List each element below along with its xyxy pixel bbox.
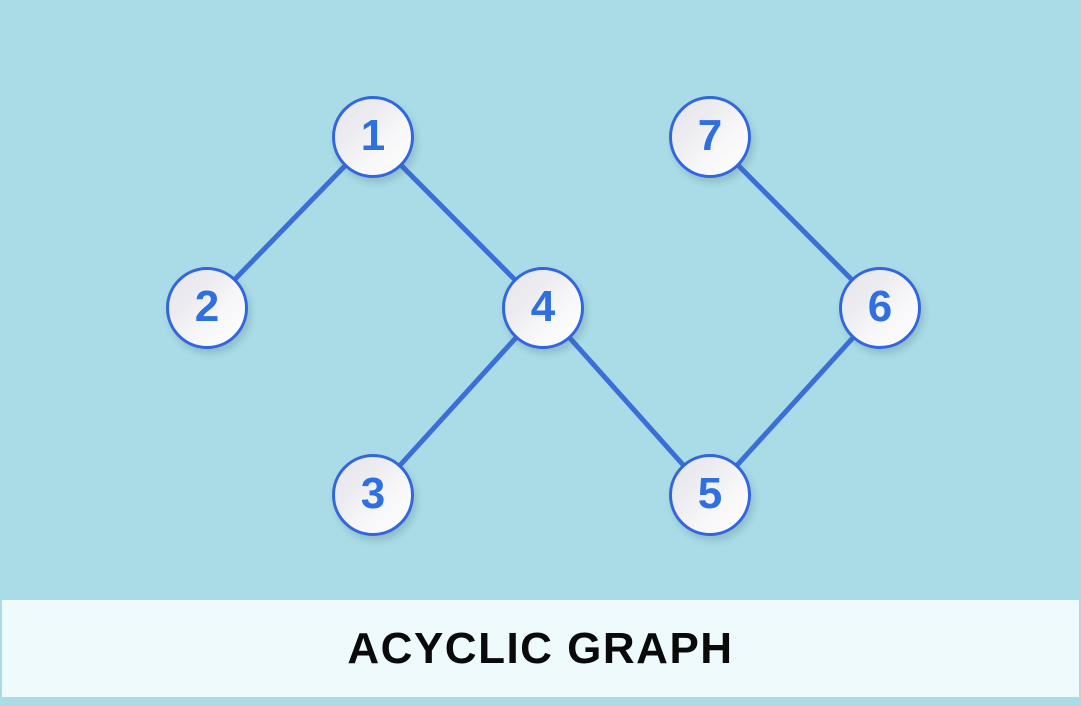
graph-node-4[interactable]: 4 <box>502 267 584 349</box>
graph-node-1[interactable]: 1 <box>332 96 414 178</box>
graph-node-label: 3 <box>360 469 386 518</box>
graph-node-label: 6 <box>867 282 893 331</box>
graph-node-label: 5 <box>697 469 723 518</box>
graph-node-label: 4 <box>530 282 556 331</box>
graph-node-5[interactable]: 5 <box>669 454 751 536</box>
graph-node-label: 2 <box>194 282 220 331</box>
page-title: ACYCLIC GRAPH <box>347 623 734 673</box>
graph-canvas: 1 2 3 4 5 6 7 <box>166 96 921 536</box>
graph-node-label: 7 <box>697 111 723 160</box>
graph-edge-5-6 <box>707 305 883 498</box>
graph-node-7[interactable]: 7 <box>669 96 751 178</box>
graph-edge-4-3 <box>370 305 546 498</box>
caption-band: ACYCLIC GRAPH <box>2 600 1079 697</box>
graph-node-6[interactable]: 6 <box>839 267 921 349</box>
graph-node-3[interactable]: 3 <box>332 454 414 536</box>
graph-node-2[interactable]: 2 <box>166 267 248 349</box>
graph-node-label: 1 <box>360 111 386 160</box>
